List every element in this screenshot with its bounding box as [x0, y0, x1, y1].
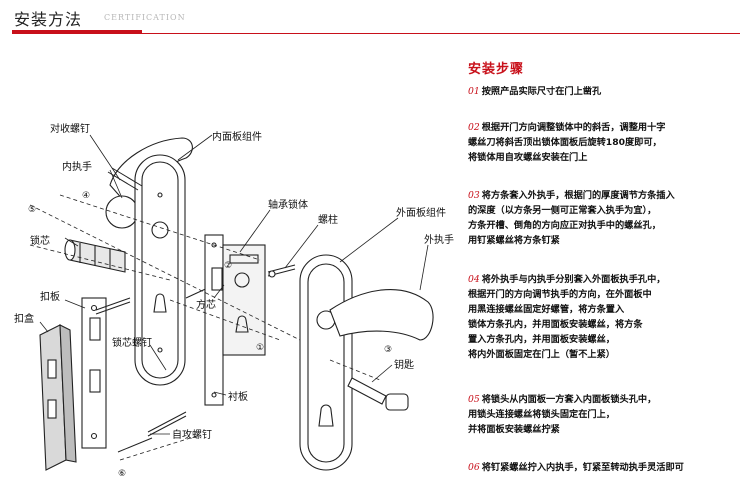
step-6-line-1: 将钉紧螺丝拧入内执手，钉紧至转动执手灵活即可	[481, 462, 684, 473]
label-dui-shou-luo-ding: 对收螺钉	[50, 122, 90, 135]
studs	[267, 264, 296, 278]
marker-6: ⑥	[118, 469, 126, 479]
step-4-line-6: 将内外面板固定在门上（暂不上紧）	[468, 349, 615, 360]
step-3-line-2: 的深度（以方条另一侧可正常套入执手为宜），	[468, 205, 657, 216]
marker-3: ③	[384, 345, 392, 355]
step-5-line-1: 将锁头从内面板一方套入内面板锁头孔中，	[481, 394, 657, 405]
step-3-line-3: 方条开槽、倒角的方向应正对执手中的螺丝孔，	[468, 220, 661, 231]
label-zhou-cheng-suo-ti: 轴承锁体	[268, 198, 308, 211]
step-2-line-2: 螺丝刀将斜舌顶出锁体面板后旋转180度即可，	[468, 137, 662, 148]
label-wai-zhi-shou: 外执手	[424, 233, 454, 246]
page-title: 安装方法	[14, 10, 83, 29]
step-4-line-1: 将外执手与内执手分别套入外面板执手孔中，	[481, 274, 666, 285]
outer-plate	[299, 254, 353, 471]
step-3-line-4: 用钉紧螺丝将方条钉紧	[468, 235, 560, 246]
step-3-label: 03	[468, 190, 480, 201]
step-1-label: 01	[468, 86, 480, 97]
header: 安装方法 CERTIFICATION	[0, 0, 750, 40]
cylinder	[64, 239, 126, 273]
step-4-line-3: 用黑连接螺丝固定好螺管，将方条置入	[468, 304, 625, 315]
marker-4: ④	[82, 191, 90, 201]
label-zi-gong-luo-ding: 自攻螺钉	[172, 428, 212, 441]
label-luo-zhu: 螺柱	[318, 213, 338, 226]
step-1-line-1: 按照产品实际尺寸在门上凿孔	[481, 86, 602, 97]
header-rule	[12, 33, 740, 34]
label-chen-ban: 衬板	[228, 390, 248, 403]
assembly-guides	[29, 194, 381, 461]
step-6-label: 06	[468, 462, 480, 473]
page-subtitle: CERTIFICATION	[104, 13, 186, 22]
step-5-label: 05	[468, 394, 480, 405]
step-5-line-2: 用锁头连接螺丝将锁头固定在门上，	[468, 409, 615, 420]
exploded-lock-diagram: 对收螺钉 内面板组件 内执手 锁芯 轴承锁体 螺柱 外面板组件 外执手 方芯 扣…	[14, 122, 454, 479]
label-wai-mian-ban: 外面板组件	[396, 206, 446, 219]
marker-5: ⑤	[28, 205, 36, 215]
key	[347, 377, 409, 411]
step-4-line-2: 根据开门的方向调节执手的方向，在外面板中	[468, 289, 652, 300]
steps-title: 安装步骤	[468, 62, 525, 77]
inner-plate	[134, 154, 186, 386]
label-nei-zhi-shou: 内执手	[62, 160, 92, 173]
step-5-line-3: 并将面板安装螺丝拧紧	[468, 424, 560, 435]
label-nei-mian-ban: 内面板组件	[212, 130, 262, 143]
header-accent-bar	[12, 30, 142, 33]
step-4-line-4: 锁体方条孔内，并用面板安装螺丝，将方条	[468, 319, 643, 330]
marker-2: ②	[224, 261, 232, 271]
outer-handle	[329, 289, 434, 341]
strike-plate	[81, 297, 107, 449]
label-yao-shi: 钥匙	[394, 358, 414, 371]
label-fang-xin: 方芯	[196, 298, 216, 311]
label-suo-xin-luo-ding: 锁芯螺钉	[112, 336, 152, 349]
step-3-line-1: 将方条套入外执手，根据门的厚度调节方条插入	[481, 190, 675, 201]
label-suo-xin: 锁芯	[30, 234, 50, 247]
strike-box	[39, 324, 77, 471]
label-kou-he: 扣盒	[14, 312, 34, 325]
step-2-label: 02	[468, 122, 480, 133]
step-2-line-3: 将锁体用自攻螺丝安装在门上	[468, 152, 588, 163]
step-2-line-1: 根据开门方向调整锁体中的斜舌，调整用十字	[481, 122, 666, 133]
leader-lines	[39, 134, 429, 435]
step-4-line-5: 置入方条孔内，并用面板安装螺丝，	[468, 334, 615, 345]
marker-1: ①	[256, 343, 264, 353]
label-kou-ban: 扣板	[40, 290, 60, 303]
lock-body	[204, 234, 266, 406]
step-4-label: 04	[468, 274, 480, 285]
